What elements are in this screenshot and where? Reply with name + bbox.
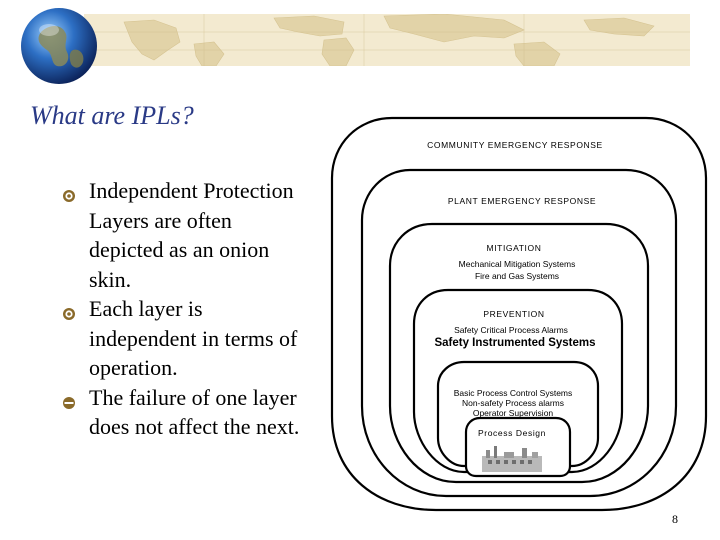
bullet-item: Each layer is independent in terms of op…	[60, 294, 310, 383]
control-line-3: Operator Supervision	[338, 407, 688, 419]
bullet-item: The failure of one layer does not affect…	[60, 383, 310, 442]
plant-layer-label: PLANT EMERGENCY RESPONSE	[347, 196, 697, 206]
prevention-line-2: Safety Instrumented Systems	[340, 337, 690, 349]
circle-bullet-icon	[62, 181, 76, 195]
mitigation-line-1: Mechanical Mitigation Systems	[342, 258, 692, 270]
bullet-text: Each layer is independent in terms of op…	[89, 296, 297, 380]
bullet-item: Independent Protection Layers are often …	[60, 176, 310, 294]
bullet-list: Independent Protection Layers are often …	[60, 176, 310, 442]
slide-title: What are IPLs?	[30, 101, 194, 131]
world-map-banner	[84, 14, 690, 66]
half-circle-bullet-icon	[62, 388, 76, 402]
mitigation-line-2: Fire and Gas Systems	[342, 270, 692, 282]
prevention-line-1: Safety Critical Process Alarms	[336, 324, 686, 336]
page-number: 8	[672, 512, 678, 527]
globe-icon	[19, 6, 99, 86]
mitigation-layer-label: MITIGATION	[339, 243, 689, 253]
design-layer-label: Process Design	[337, 428, 687, 438]
bullet-text: The failure of one layer does not affect…	[89, 385, 299, 440]
circle-bullet-icon	[62, 299, 76, 313]
prevention-layer-label: PREVENTION	[339, 309, 689, 319]
community-layer-label: COMMUNITY EMERGENCY RESPONSE	[340, 140, 690, 150]
bullet-text: Independent Protection Layers are often …	[89, 178, 294, 292]
process-plant-icon	[482, 446, 542, 472]
